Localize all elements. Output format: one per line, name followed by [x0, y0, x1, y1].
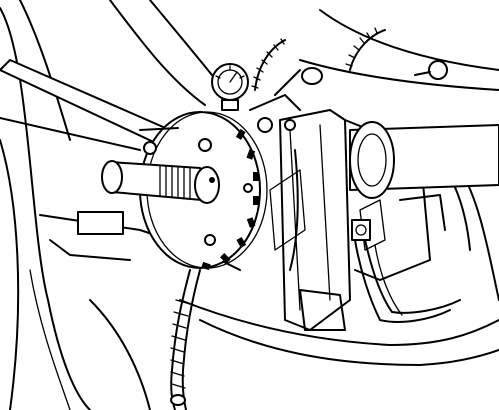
arc-scale-gauge-right [345, 27, 386, 71]
column-housing [249, 94, 351, 331]
small-dial-gauge [211, 63, 249, 111]
splined-shaft-end [101, 160, 220, 204]
knob-right [414, 60, 448, 80]
indicator-gauges [211, 27, 448, 111]
arc-scale-gauge-left [251, 38, 301, 96]
knob-middle [301, 67, 323, 85]
lower-panel [39, 211, 499, 410]
probe-rod [0, 59, 171, 151]
dashboard-outline [109, 0, 499, 106]
wiring-harness [170, 239, 461, 410]
column-tube [349, 121, 499, 199]
